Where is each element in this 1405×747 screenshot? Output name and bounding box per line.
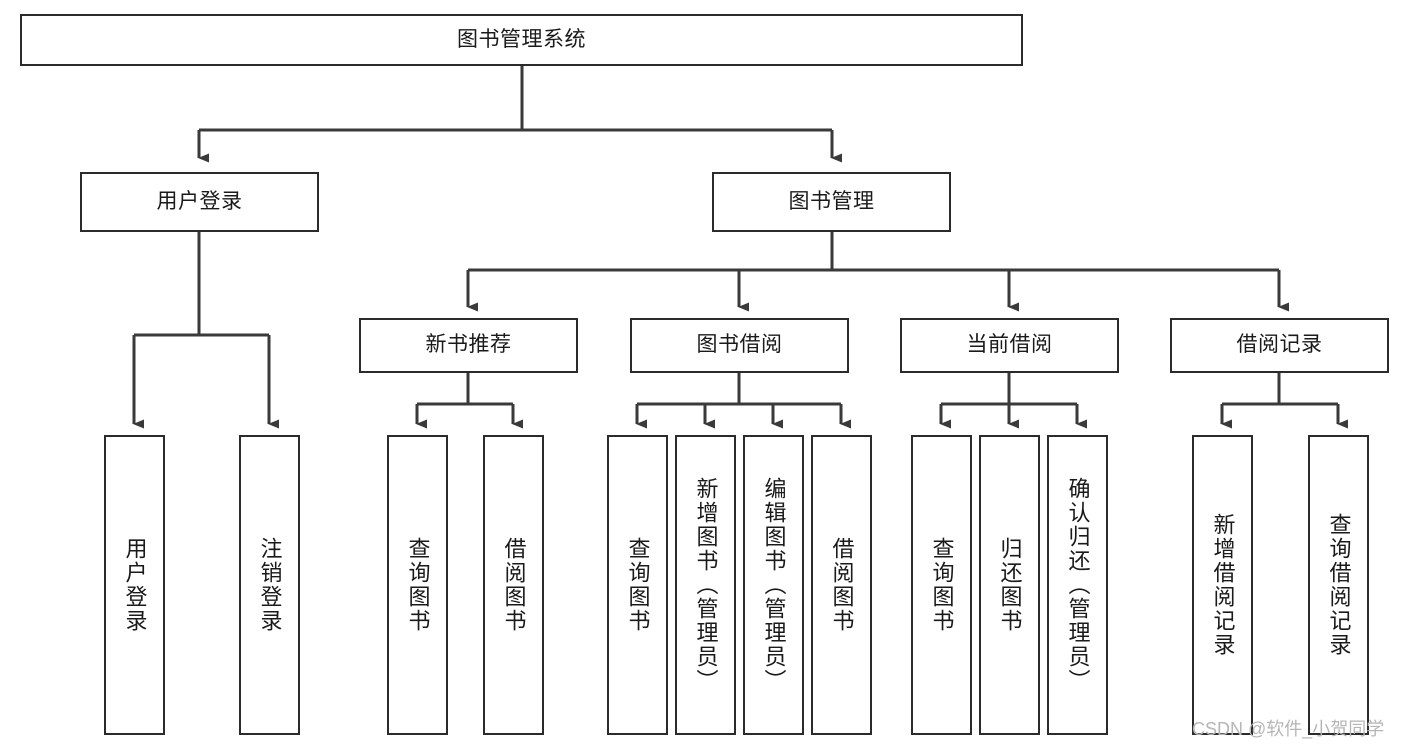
node-new-book-recommend-label: 新书推荐 [425,333,512,357]
leaf-logout[interactable]: 注销登录 [239,435,300,735]
leaf-borrow-book-1-label: 借阅图书 [501,537,527,633]
node-borrow-record-label: 借阅记录 [1236,333,1323,357]
node-user-login[interactable]: 用户登录 [80,172,319,232]
leaf-add-book-label: 新增图书（管理员） [693,477,719,693]
leaf-query-book-2-label: 查询图书 [625,537,651,633]
leaf-edit-book[interactable]: 编辑图书（管理员） [743,435,804,735]
leaf-return-book[interactable]: 归还图书 [979,435,1040,735]
leaf-user-login-label: 用户登录 [122,537,148,633]
node-book-borrow-label: 图书借阅 [696,333,783,357]
leaf-borrow-book-2-label: 借阅图书 [829,537,855,633]
leaf-confirm-return-label: 确认归还（管理员） [1065,477,1091,693]
node-root-label: 图书管理系统 [457,27,586,51]
leaf-add-book[interactable]: 新增图书（管理员） [675,435,736,735]
leaf-borrow-book-1[interactable]: 借阅图书 [483,435,544,735]
leaf-query-book-3[interactable]: 查询图书 [911,435,972,735]
node-book-management-label: 图书管理 [788,189,875,213]
leaf-add-record-label: 新增借阅记录 [1210,513,1236,657]
node-borrow-record[interactable]: 借阅记录 [1170,318,1389,373]
leaf-query-book-3-label: 查询图书 [929,537,955,633]
node-new-book-recommend[interactable]: 新书推荐 [359,318,578,373]
node-root[interactable]: 图书管理系统 [20,14,1023,66]
leaf-add-record[interactable]: 新增借阅记录 [1192,435,1253,735]
leaf-return-book-label: 归还图书 [997,537,1023,633]
leaf-query-book-1-label: 查询图书 [405,537,431,633]
leaf-edit-book-label: 编辑图书（管理员） [761,477,787,693]
leaf-confirm-return[interactable]: 确认归还（管理员） [1047,435,1108,735]
node-book-management[interactable]: 图书管理 [712,172,951,232]
leaf-query-book-2[interactable]: 查询图书 [607,435,668,735]
leaf-borrow-book-2[interactable]: 借阅图书 [811,435,872,735]
node-book-borrow[interactable]: 图书借阅 [630,318,849,373]
leaf-user-login[interactable]: 用户登录 [104,435,165,735]
node-user-login-label: 用户登录 [156,189,243,213]
leaf-query-record-label: 查询借阅记录 [1326,513,1352,657]
node-current-borrow-label: 当前借阅 [966,333,1053,357]
leaf-logout-label: 注销登录 [257,537,283,633]
leaf-query-record[interactable]: 查询借阅记录 [1308,435,1369,735]
node-current-borrow[interactable]: 当前借阅 [900,318,1119,373]
leaf-query-book-1[interactable]: 查询图书 [387,435,448,735]
